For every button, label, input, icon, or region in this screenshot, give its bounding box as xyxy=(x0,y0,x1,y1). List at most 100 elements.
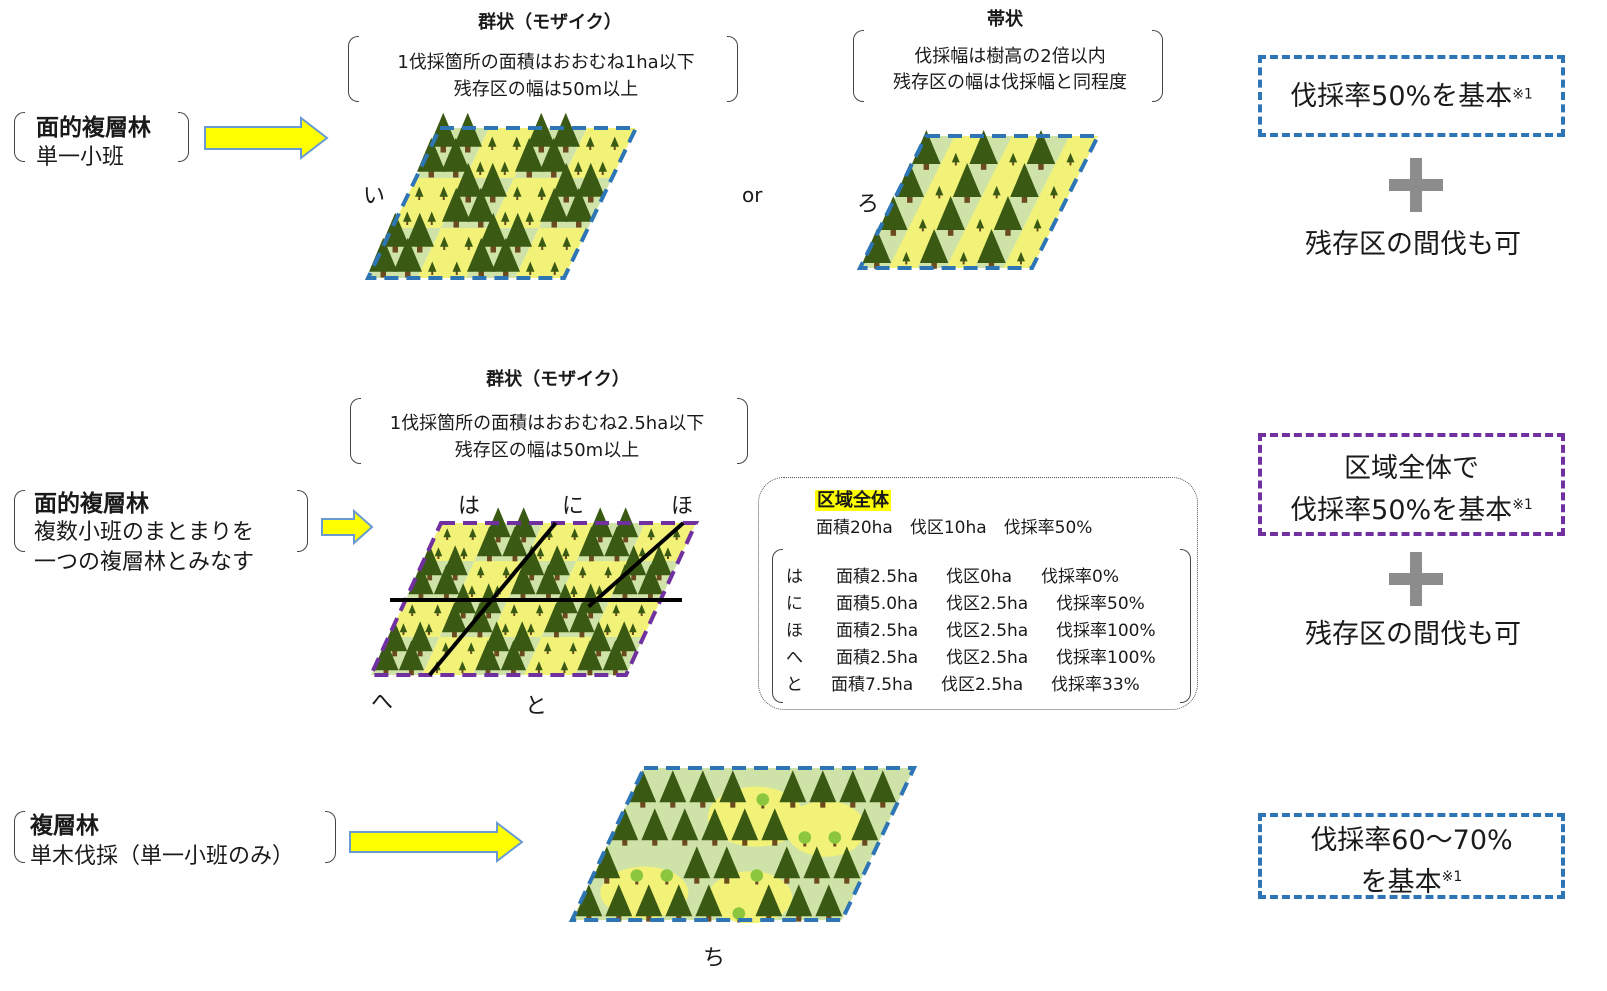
seedling-tree xyxy=(595,585,604,595)
tree-trunk xyxy=(529,270,532,275)
tree-trunk xyxy=(623,535,629,543)
row-cut: 伐区2.5ha xyxy=(946,594,1029,614)
tree-trunk xyxy=(516,195,519,200)
cut-strip xyxy=(888,136,984,268)
conifer-tree xyxy=(919,229,949,264)
tree-trunk xyxy=(700,800,706,808)
conifer-tree xyxy=(713,846,741,879)
tree-trunk xyxy=(742,838,748,846)
tree-trunk xyxy=(615,612,618,616)
tree-trunk xyxy=(923,162,930,170)
tree-trunk xyxy=(538,145,544,153)
row-cut: 伐区2.5ha xyxy=(946,648,1029,668)
seedling-tree xyxy=(1016,251,1025,262)
conifer-tree xyxy=(417,545,443,576)
row1-plus-icon xyxy=(1389,158,1443,212)
conifer-tree xyxy=(577,640,603,671)
tree-trunk xyxy=(417,245,423,253)
seedling-tree xyxy=(918,218,927,229)
tree-trunk xyxy=(477,630,483,638)
tree-trunk xyxy=(581,574,584,578)
row1-left-title: 面的複層林 xyxy=(36,115,151,141)
row3-policy-line1: 伐採率60～70% xyxy=(1310,825,1513,856)
seedling-tree xyxy=(647,528,655,538)
cut-area xyxy=(490,599,559,637)
row2-policy-line2-wrap: 伐採率50%を基本※1 xyxy=(1262,487,1561,529)
tree-trunk xyxy=(1012,161,1015,166)
tree-trunk xyxy=(1036,227,1039,232)
tree-trunk xyxy=(995,194,998,199)
tree-trunk xyxy=(631,631,634,635)
seedling-tree xyxy=(425,623,433,633)
conifer-tree xyxy=(502,526,528,557)
conifer-tree xyxy=(912,130,941,165)
summary-title-text: 区域全体 xyxy=(815,490,891,511)
row-area: 面積2.5ha xyxy=(836,621,919,641)
conifer-tree xyxy=(611,621,637,652)
conifer-tree xyxy=(862,229,892,264)
row1-thinning-text: 残存区の間伐も可 xyxy=(1305,229,1521,260)
tree-trunk xyxy=(554,630,559,638)
cut-area xyxy=(388,599,457,637)
cut-area xyxy=(524,637,593,675)
seedling-tree xyxy=(434,547,443,557)
conifer-tree xyxy=(466,237,496,272)
row2-thinning-text: 残存区の間伐も可 xyxy=(1305,619,1521,650)
summary-row: ほ 面積2.5ha 伐区2.5ha 伐採率100% xyxy=(786,616,1186,641)
tree-trunk xyxy=(551,170,557,178)
conifer-tree xyxy=(701,808,729,841)
seedling-tree xyxy=(525,211,534,222)
tree-trunk xyxy=(613,145,616,150)
row2-policy-line1: 区域全体で xyxy=(1344,453,1479,484)
tree-trunk xyxy=(1069,161,1072,166)
summary-row: は 面積2.5ha 伐区0ha 伐採率0% xyxy=(786,562,1186,587)
tree-trunk xyxy=(572,650,575,654)
tree-trunk xyxy=(435,669,438,673)
conifer-tree xyxy=(519,545,545,576)
seedling-tree xyxy=(578,566,587,576)
seedling-tree xyxy=(536,547,545,557)
seedling-tree xyxy=(403,211,412,222)
seedling-tree xyxy=(458,661,467,671)
seedling-tree xyxy=(440,236,449,247)
tree-trunk xyxy=(551,220,557,228)
tree-trunk xyxy=(576,220,582,228)
conifer-tree xyxy=(895,163,925,198)
seedling-tree xyxy=(951,152,960,163)
conifer-tree xyxy=(952,163,982,198)
conifer-tree xyxy=(405,212,435,247)
seedling-tree xyxy=(560,661,569,671)
tree-trunk xyxy=(494,649,500,657)
cut-strip xyxy=(946,136,1041,268)
conifer-tree xyxy=(441,602,468,633)
tree-trunk xyxy=(511,668,516,676)
tree-trunk xyxy=(712,838,718,846)
conifer-tree xyxy=(604,526,630,557)
conifer-tree xyxy=(382,621,408,652)
seedling-tree xyxy=(468,585,476,595)
tree-trunk xyxy=(470,650,473,654)
label-chi: ち xyxy=(703,946,726,971)
seedling-tree xyxy=(902,251,911,262)
row3-policy-box: 伐採率60～70% を基本※1 xyxy=(1258,813,1565,899)
tree-trunk xyxy=(503,170,506,175)
tree-trunk xyxy=(979,227,982,232)
seedling-tree xyxy=(443,528,451,538)
conifer-tree xyxy=(398,640,425,671)
or-label: or xyxy=(742,183,763,207)
tree-trunk xyxy=(541,245,544,250)
tree-trunk xyxy=(1052,194,1055,199)
conifer-tree xyxy=(586,621,612,652)
tree-trunk xyxy=(548,536,551,540)
seedling-tree xyxy=(408,604,416,614)
plot-border xyxy=(367,521,700,677)
seedling-tree xyxy=(441,642,450,652)
tree-trunk xyxy=(607,574,610,578)
row2-left-title: 面的複層林 xyxy=(34,491,149,517)
conifer-tree xyxy=(511,507,537,538)
tree-trunk xyxy=(417,649,423,657)
row-rate: 伐採率100% xyxy=(1056,621,1156,641)
tree-trunk xyxy=(907,195,913,203)
conifer-tree xyxy=(629,770,657,803)
tree-trunk xyxy=(1038,162,1044,170)
